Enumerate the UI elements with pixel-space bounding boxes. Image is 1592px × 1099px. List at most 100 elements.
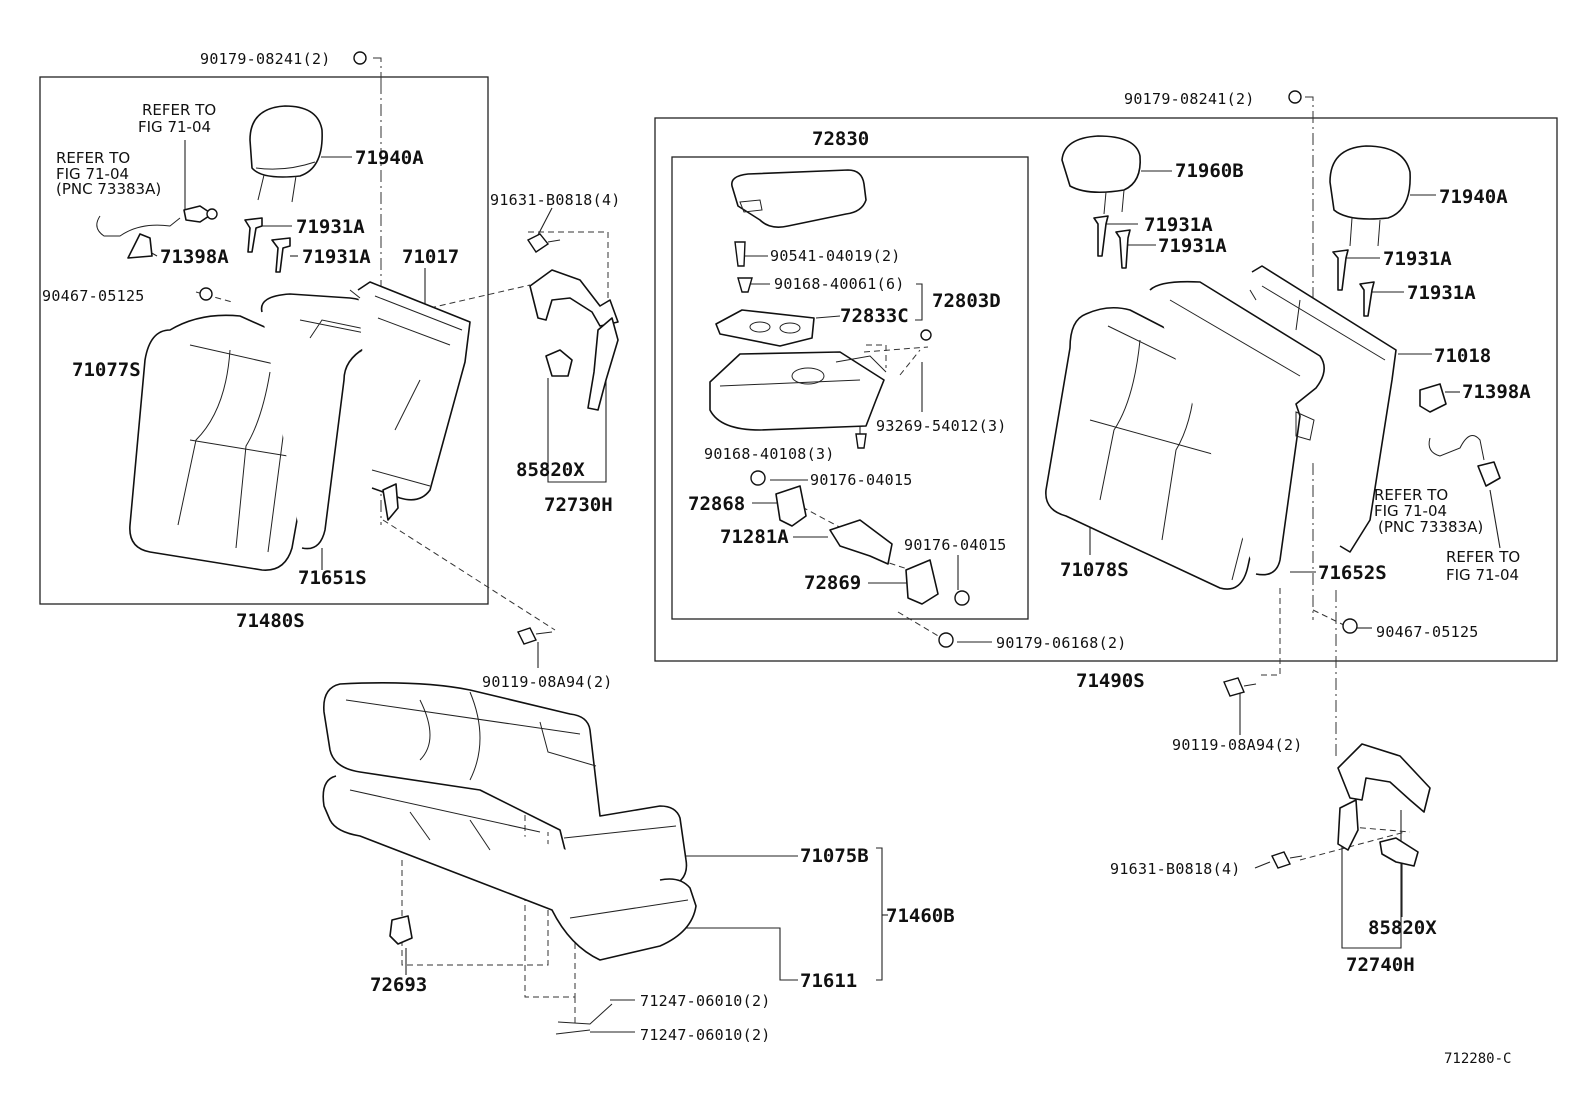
label-91631-B0818-bottom: 91631-B0818(4): [1110, 860, 1241, 878]
label-90179-08241-top: 90179-08241(2): [200, 50, 331, 68]
right-cover-71398A: [1419, 383, 1447, 413]
right-backrest-group-box: [654, 117, 1558, 662]
right-hinge-handle-85820X: [1379, 837, 1419, 867]
label-72830: 72830: [812, 128, 869, 150]
label-71078S: 71078S: [1060, 559, 1129, 581]
label-71931A-mid2: 71931A: [1158, 235, 1227, 257]
label-71490S: 71490S: [1076, 670, 1145, 692]
label-71075B: 71075B: [800, 845, 869, 867]
seat-cushion-pad-71611: [322, 775, 697, 961]
left-lower-bracket: [382, 483, 399, 521]
label-71931A-left1: 71931A: [296, 216, 365, 238]
cushion-hook-72693: [389, 915, 413, 945]
label-72803D: 72803D: [932, 290, 1001, 312]
label-refer-a1: REFER TO: [142, 101, 216, 119]
right-bolt-90119: [1223, 677, 1257, 697]
left-cover-71398A: [127, 233, 153, 259]
label-90119-08A94-right: 90119-08A94(2): [1172, 736, 1303, 754]
label-71398A-left: 71398A: [160, 246, 229, 268]
right-clip-90467: [1342, 618, 1358, 634]
armrest-bracket-72869: [905, 559, 939, 605]
label-90176-04015-a: 90176-04015: [810, 471, 913, 489]
armrest-plate-holes: [749, 321, 801, 334]
label-71247-06010-b: 71247-06010(2): [640, 1026, 771, 1044]
label-71281A: 71281A: [720, 526, 789, 548]
label-71940A-left: 71940A: [355, 147, 424, 169]
armrest-screw-90541: [734, 241, 746, 267]
label-71018: 71018: [1434, 345, 1491, 367]
right-backrest-pad-71652S: [1149, 280, 1325, 576]
part-labels: 90179-08241(2) REFER TO FIG 71-04 REFER …: [42, 50, 1531, 1067]
nut-90179-06168: [938, 632, 954, 648]
right-headrest-71940A: [1329, 145, 1411, 247]
label-90467-05125-right: 90467-05125: [1376, 623, 1479, 641]
label-71017: 71017: [402, 246, 459, 268]
seat-wire-71247: [555, 1003, 613, 1035]
label-71651S: 71651S: [298, 567, 367, 589]
label-93269-54012: 93269-54012(3): [876, 417, 1007, 435]
label-71611: 71611: [800, 970, 857, 992]
label-85820X-bottom: 85820X: [1368, 917, 1437, 939]
label-71398A-right: 71398A: [1462, 381, 1531, 403]
label-90467-05125-left: 90467-05125: [42, 287, 145, 305]
label-71931A-left2: 71931A: [302, 246, 371, 268]
top-nut-90179: [353, 51, 367, 65]
armrest-lid-72830: [731, 169, 867, 228]
label-72869: 72869: [804, 572, 861, 594]
left-wire-harness: [96, 205, 218, 237]
armrest-base: [709, 351, 887, 431]
label-72730H: 72730H: [544, 494, 613, 516]
label-90541-04019: 90541-04019(2): [770, 247, 901, 265]
label-71960B: 71960B: [1175, 160, 1244, 182]
label-90179-08241-right: 90179-08241(2): [1124, 90, 1255, 108]
left-headrest-71940A: [249, 105, 323, 203]
armrest-nut-90176-a: [750, 470, 766, 486]
left-backrest-group-box: [39, 76, 489, 605]
label-71931A-mid1: 71931A: [1144, 214, 1213, 236]
center-headrest-supports-71931A: [1093, 215, 1131, 269]
label-refer-d1: REFER TO: [1446, 548, 1520, 566]
diagram-id: 712280-C: [1444, 1051, 1511, 1067]
label-refer-d2: FIG 71-04: [1446, 566, 1519, 584]
label-refer-a2: FIG 71-04: [138, 118, 211, 136]
label-71940A-right: 71940A: [1439, 186, 1508, 208]
armrest-group-box: [671, 156, 1029, 620]
label-refer-c2: FIG 71-04: [1374, 502, 1447, 520]
armrest-clip-93269: [920, 329, 932, 341]
right-wire-harness: [1428, 435, 1501, 487]
label-85820X-top: 85820X: [516, 459, 585, 481]
armrest-nut-90176-b: [954, 590, 970, 606]
right-bolt-91631: [1271, 851, 1303, 869]
label-91631-B0818-top: 91631-B0818(4): [490, 191, 621, 209]
label-72693: 72693: [370, 974, 427, 996]
armrest-plate-72833C: [715, 309, 815, 347]
left-headrest-support-71931A: [244, 217, 291, 273]
label-90168-40061: 90168-40061(6): [774, 275, 905, 293]
right-hinge-assembly-72740H: [1337, 743, 1431, 851]
left-bolt-90119: [517, 627, 553, 645]
left-hinge-assembly-72730H: [529, 269, 619, 411]
armrest-bracket-71281A: [829, 519, 893, 565]
label-71652S: 71652S: [1318, 562, 1387, 584]
label-72868: 72868: [688, 493, 745, 515]
label-72833C: 72833C: [840, 305, 909, 327]
right-nut-90179-top: [1288, 90, 1302, 104]
label-refer-b1: REFER TO: [56, 149, 130, 167]
label-refer-b2: FIG 71-04: [56, 165, 129, 183]
label-72740H: 72740H: [1346, 954, 1415, 976]
label-71460B: 71460B: [886, 905, 955, 927]
label-90119-08A94-left: 90119-08A94(2): [482, 673, 613, 691]
right-headrest-supports-71931A: [1332, 249, 1375, 317]
left-bolt-91631: [526, 233, 561, 253]
label-71480S: 71480S: [236, 610, 305, 632]
seat-cushion-71075B: [323, 682, 688, 895]
label-71077S: 71077S: [72, 359, 141, 381]
armrest-bracket-72868: [775, 485, 807, 527]
label-refer-c1: REFER TO: [1374, 486, 1448, 504]
label-71931A-right1: 71931A: [1383, 248, 1452, 270]
left-clip-90467: [199, 287, 213, 301]
left-backrest-frame-71017: [349, 281, 471, 501]
label-refer-b3: (PNC 73383A): [56, 180, 161, 198]
armrest-screw-90168-a: [737, 277, 753, 293]
